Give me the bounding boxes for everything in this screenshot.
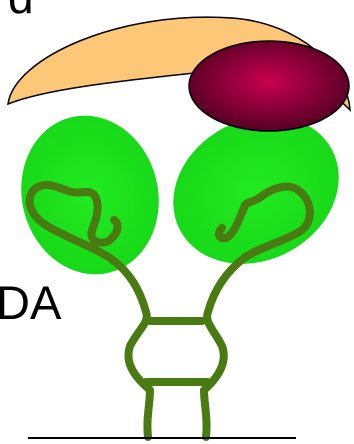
- side-label-fragment: DA: [0, 279, 61, 326]
- top-label-fragment: d: [8, 0, 34, 20]
- ligand-ellipse: [189, 41, 349, 131]
